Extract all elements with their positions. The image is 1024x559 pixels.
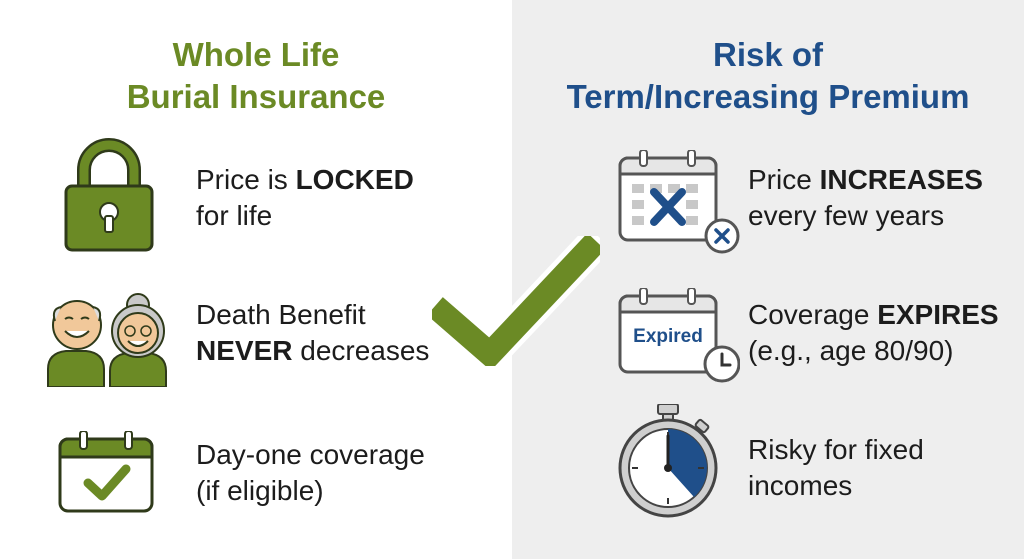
term-risk-title-line2: Term/Increasing Premium bbox=[566, 78, 970, 115]
term-risk-panel: Risk of Term/Increasing Premium Price IN… bbox=[512, 0, 1024, 559]
expired-calendar-clock-icon: Expired bbox=[618, 288, 740, 383]
checkmark-icon bbox=[432, 236, 600, 366]
locked-price-text: Price is LOCKED for life bbox=[196, 164, 414, 231]
svg-text:Expired: Expired bbox=[633, 326, 703, 347]
price-increases-text: Price INCREASES every few years bbox=[748, 164, 983, 231]
whole-life-title-line1: Whole Life bbox=[172, 36, 340, 73]
whole-life-panel: Whole Life Burial Insurance Price is LOC… bbox=[0, 34, 512, 513]
death-benefit-text: Death Benefit NEVER decreases bbox=[196, 299, 430, 366]
term-risk-title: Risk of Term/Increasing Premium bbox=[512, 34, 1024, 118]
padlock-icon bbox=[64, 138, 154, 252]
risky-fixed-incomes-text: Risky for fixed incomes bbox=[748, 434, 924, 501]
term-risk-title-line1: Risk of bbox=[712, 36, 824, 73]
calendar-check-icon bbox=[58, 431, 154, 513]
whole-life-title-line2: Burial Insurance bbox=[126, 78, 386, 115]
coverage-expires-text: Coverage EXPIRES (e.g., age 80/90) bbox=[748, 299, 999, 366]
stopwatch-icon bbox=[618, 404, 718, 518]
whole-life-title: Whole Life Burial Insurance bbox=[0, 34, 512, 118]
calendar-x-icon bbox=[618, 150, 740, 254]
day-one-coverage-text: Day-one coverage (if eligible) bbox=[196, 439, 425, 506]
elderly-couple-icon bbox=[47, 293, 167, 387]
